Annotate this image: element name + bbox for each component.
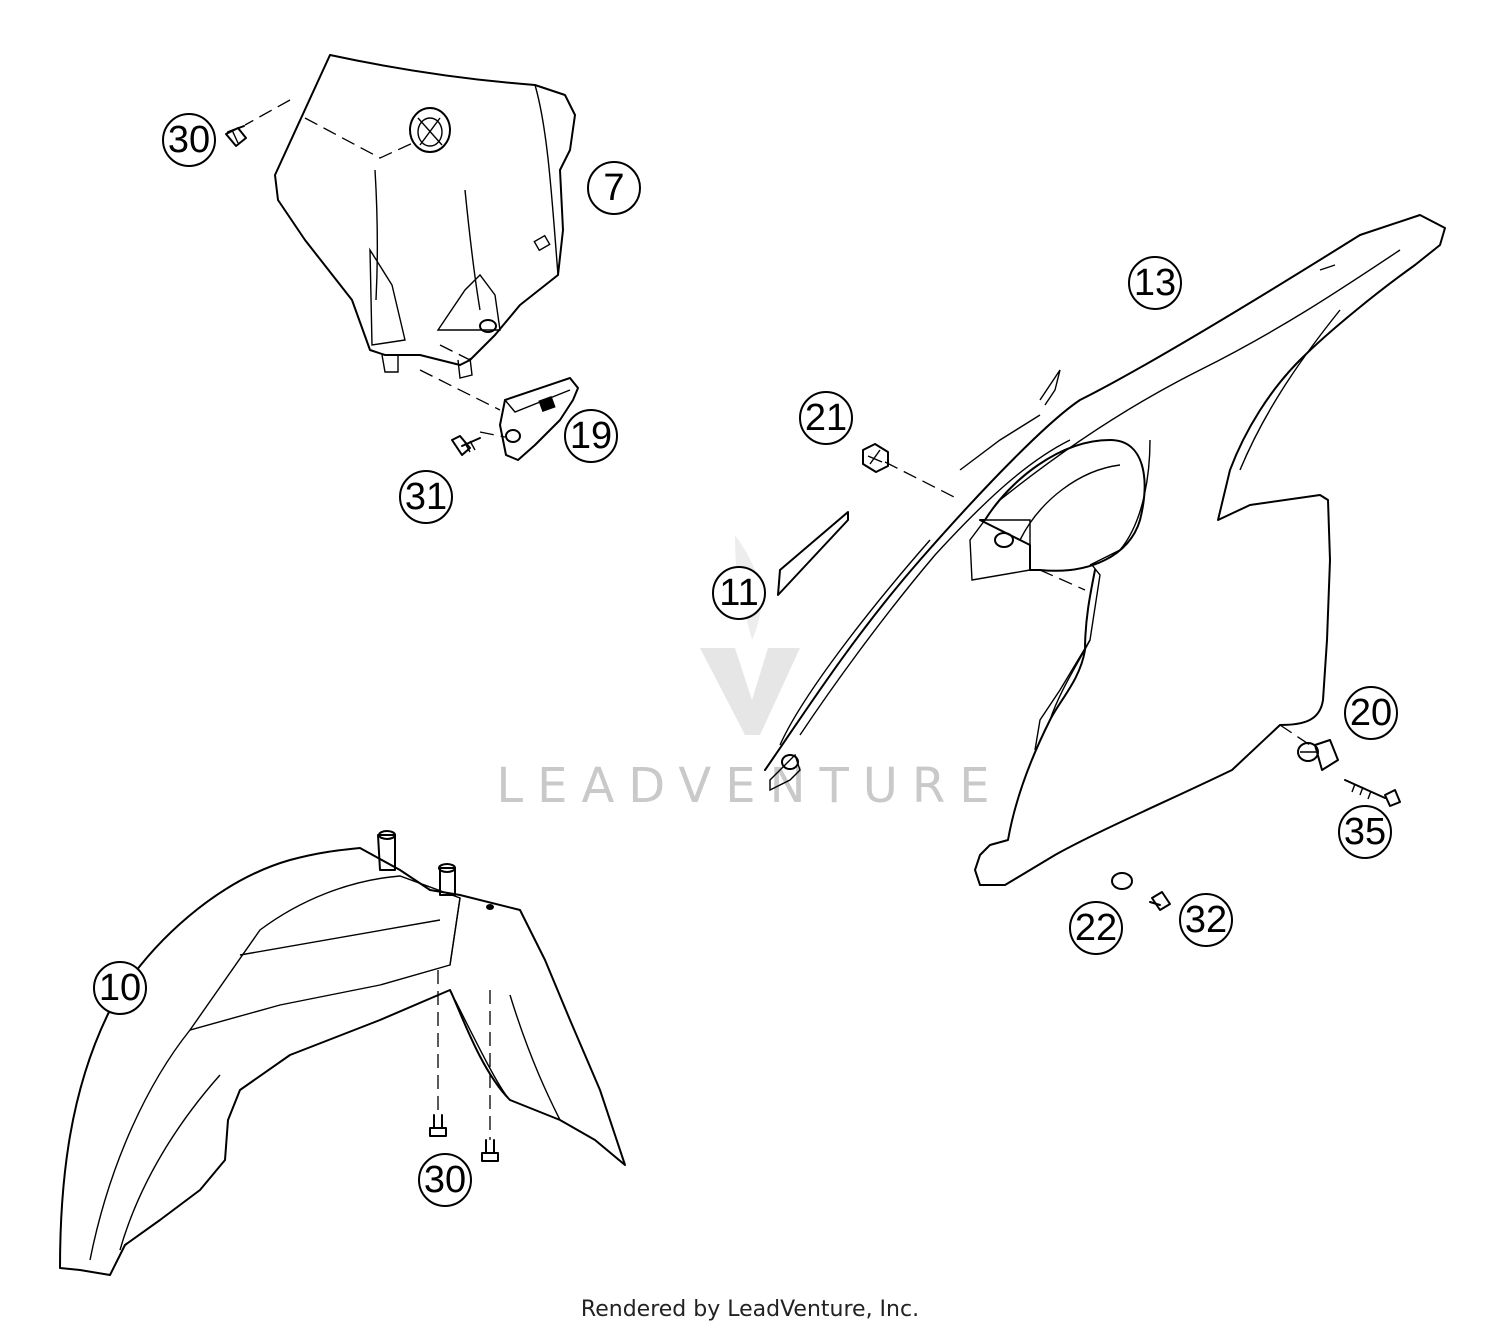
front-fender-part: [59, 830, 626, 1276]
callout-label: 13: [1134, 262, 1176, 304]
callout-30-top: 30: [162, 113, 216, 167]
watermark-text: LEADVENTURE: [496, 758, 1003, 814]
callout-20: 20: [1344, 686, 1398, 740]
callout-19: 19: [564, 409, 618, 463]
callout-label: 20: [1350, 692, 1392, 734]
callout-label: 31: [405, 476, 447, 518]
callout-7: 7: [587, 161, 641, 215]
footer-credit: Rendered by LeadVenture, Inc.: [580, 1297, 920, 1322]
rear-fender-part: [764, 214, 1446, 886]
callout-label: 19: [570, 415, 612, 457]
callout-35: 35: [1338, 805, 1392, 859]
screw-31: [451, 435, 481, 456]
callout-22: 22: [1069, 901, 1123, 955]
callout-label: 30: [168, 119, 210, 161]
screw-30-top: [225, 125, 247, 147]
callout-label: 21: [805, 397, 847, 439]
callout-label: 22: [1075, 907, 1117, 949]
callout-10: 10: [93, 961, 147, 1015]
callout-11: 11: [712, 566, 766, 620]
leadventure-watermark: LEADVENTURE: [496, 535, 1003, 814]
callout-label: 11: [719, 572, 758, 614]
grommet-20: [1297, 739, 1339, 771]
washer-22: [1111, 872, 1133, 890]
sticker-part: [777, 511, 849, 596]
screw-32: [1149, 891, 1171, 911]
callout-label: 10: [99, 967, 141, 1009]
bracket-part: [479, 377, 579, 461]
screw-35: [1344, 779, 1401, 807]
number-plate-part: [244, 54, 576, 411]
nut-21: [862, 443, 889, 473]
callout-21: 21: [799, 391, 853, 445]
callout-label: 32: [1185, 899, 1227, 941]
callout-label: 7: [603, 167, 624, 209]
callout-13: 13: [1128, 256, 1182, 310]
callout-30-bottom: 30: [418, 1153, 472, 1207]
callout-label: 35: [1344, 811, 1386, 853]
callout-label: 30: [424, 1159, 466, 1201]
callout-31: 31: [399, 470, 453, 524]
callout-32: 32: [1179, 893, 1233, 947]
screws-30-bottom: [429, 1114, 499, 1162]
